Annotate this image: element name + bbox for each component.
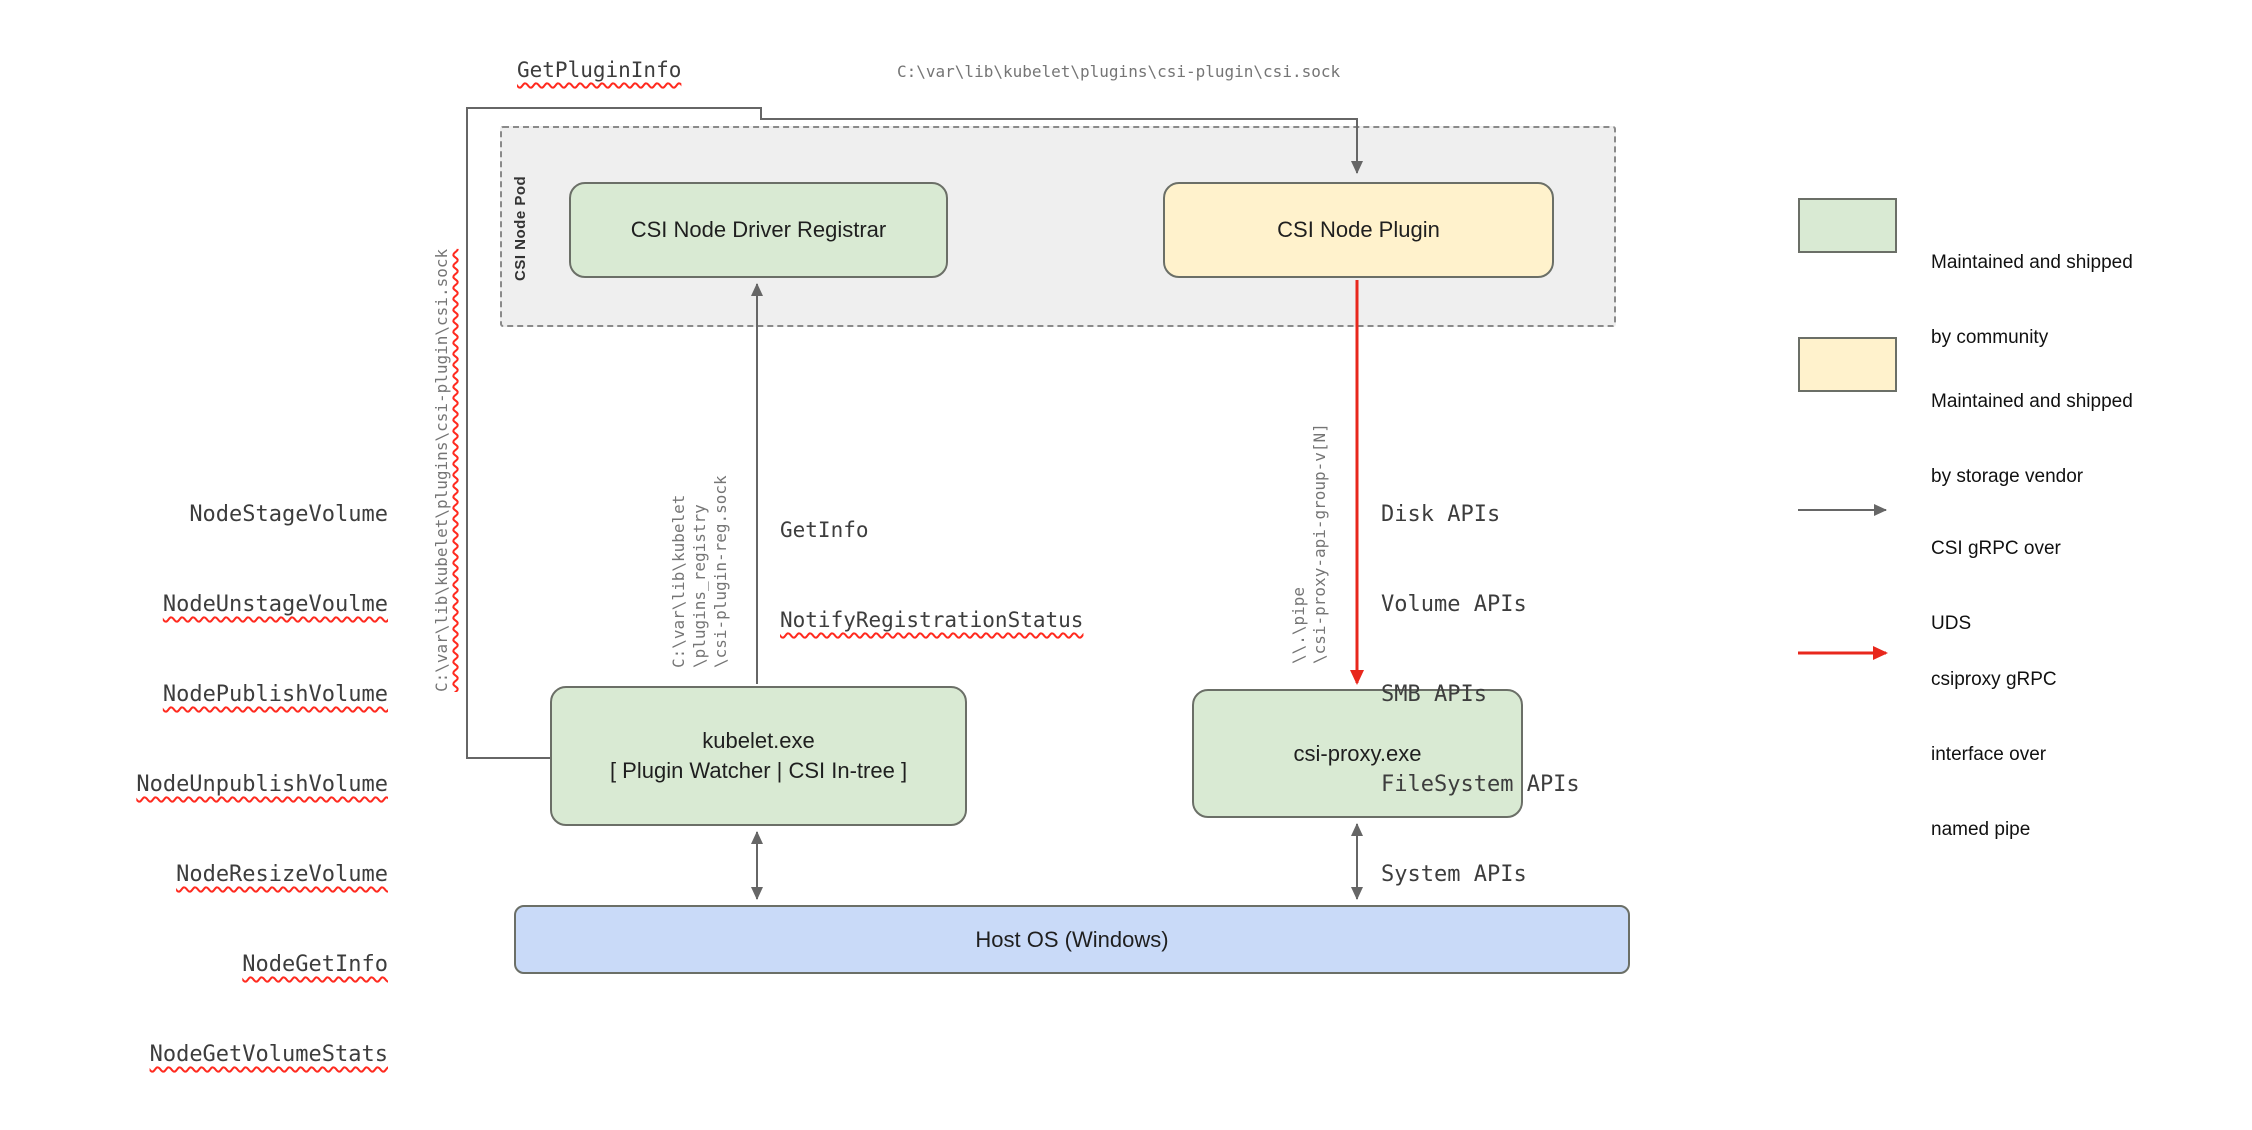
- csi-sock-path-left-label: C:\var\lib\kubelet\plugins\csi-plugin\cs…: [432, 248, 451, 692]
- legend-pipe-line2: interface over: [1931, 744, 2047, 765]
- pipe-path-line: \\.\pipe: [1289, 586, 1308, 664]
- proxy-api: FileSystem APIs: [1381, 772, 1580, 797]
- pipe-path-line: \csi-proxy-api-group-v[N]: [1310, 423, 1329, 664]
- reg-sock-line: \plugins_registry: [690, 504, 709, 668]
- proxy-api: System APIs: [1381, 862, 1527, 887]
- kubelet-to-plugin-uds-wire: [466, 107, 1363, 759]
- reg-sock-line: C:\var\lib\kubelet: [669, 494, 688, 668]
- plugin-label: CSI Node Plugin: [1277, 217, 1440, 242]
- registration-sock-path-label: C:\var\lib\kubelet \plugins_registry \cs…: [668, 475, 731, 668]
- legend-pipe-line3: named pipe: [1931, 819, 2031, 840]
- legend-vendor-swatch: [1798, 337, 1897, 392]
- get-info-label: GetInfo: [780, 518, 869, 542]
- legend-uds-label: CSI gRPC over UDS: [1931, 486, 2061, 686]
- proxy-api: SMB APIs: [1381, 682, 1487, 707]
- legend-pipe-line1: csiproxy gRPC: [1931, 669, 2057, 690]
- kubelet-label-line2: [ Plugin Watcher | CSI In-tree ]: [609, 758, 908, 783]
- reg-sock-line: \csi-plugin-reg.sock: [711, 475, 730, 668]
- node-call: NodePublishVolume: [162, 682, 388, 707]
- legend-uds-line1: CSI gRPC over: [1931, 538, 2061, 559]
- csi-sock-path-top-label: C:\var\lib\kubelet\plugins\csi-plugin\cs…: [897, 62, 1341, 81]
- registration-rpc-labels: GetInfo NotifyRegistrationStatus: [780, 455, 1083, 695]
- node-rpc-call-list: NodeStageVolume NodeUnstageVoulme NodePu…: [90, 440, 388, 1130]
- csi-node-plugin-box: CSI Node Plugin: [1163, 182, 1554, 278]
- legend-community-line2: by community: [1931, 327, 2049, 348]
- legend-vendor-line2: by storage vendor: [1931, 466, 2084, 487]
- proxy-api: Disk APIs: [1381, 502, 1501, 527]
- host-os-box: Host OS (Windows): [514, 905, 1630, 974]
- legend-uds-line2: UDS: [1931, 613, 1972, 634]
- kubelet-label-line1: kubelet.exe: [702, 728, 815, 753]
- legend-pipe-label: csiproxy gRPC interface over named pipe: [1931, 617, 2057, 892]
- node-call: NodeGetVolumeStats: [149, 1042, 388, 1067]
- csi-proxy-box: csi-proxy.exe: [1192, 689, 1523, 818]
- legend-community-swatch: [1798, 198, 1897, 253]
- legend-vendor-line1: Maintained and shipped: [1931, 391, 2133, 412]
- legend-community-line1: Maintained and shipped: [1931, 252, 2133, 273]
- node-call: NodeUnpublishVolume: [136, 772, 388, 797]
- notify-registration-status-label: NotifyRegistrationStatus: [780, 608, 1084, 632]
- node-call: NodeGetInfo: [242, 952, 388, 977]
- legend-community-label: Maintained and shipped by community: [1931, 200, 2133, 400]
- proxy-api: Volume APIs: [1381, 592, 1527, 617]
- csi-node-driver-registrar-box: CSI Node Driver Registrar: [569, 182, 948, 278]
- kubelet-box: kubelet.exe [ Plugin Watcher | CSI In-tr…: [550, 686, 967, 826]
- get-plugin-info-label: GetPluginInfo: [517, 58, 682, 82]
- node-call: NodeStageVolume: [189, 502, 388, 527]
- node-call: NodeUnstageVoulme: [162, 592, 388, 617]
- legend-vendor-label: Maintained and shipped by storage vendor: [1931, 339, 2133, 539]
- proxy-api-list: Disk APIs Volume APIs SMB APIs FileSyste…: [1381, 440, 1580, 950]
- node-call: NodeResizeVolume: [176, 862, 388, 887]
- diagram-canvas: CSI Node Driver Registrar CSI Node Plugi…: [136, 58, 2133, 1067]
- csi-node-pod-label: CSI Node Pod: [512, 175, 529, 281]
- host-os-label: Host OS (Windows): [975, 926, 1169, 952]
- connector-layer: [466, 107, 1888, 900]
- registrar-label: CSI Node Driver Registrar: [630, 217, 887, 242]
- named-pipe-path-label: \\.\pipe \csi-proxy-api-group-v[N]: [1288, 423, 1330, 664]
- proxy-label: csi-proxy.exe: [1293, 740, 1422, 766]
